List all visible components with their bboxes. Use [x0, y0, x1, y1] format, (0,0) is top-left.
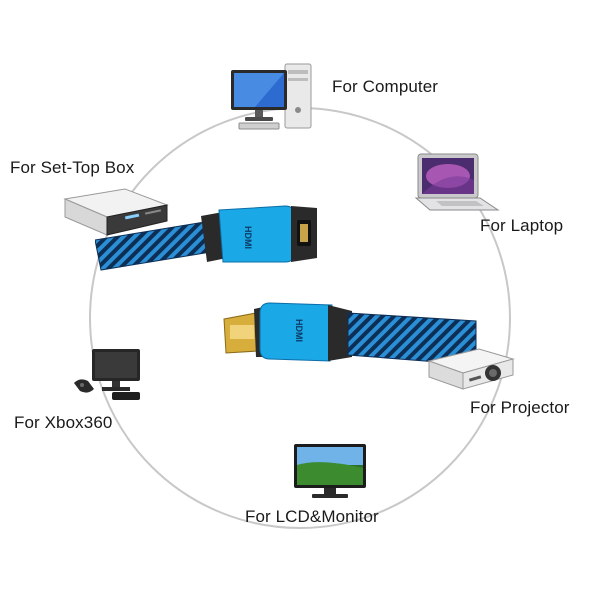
label-computer: For Computer	[332, 77, 439, 96]
lcd-monitor-icon	[294, 444, 366, 498]
desktop-computer-icon	[231, 63, 312, 130]
hdmi-male-connector: HDMI	[223, 302, 477, 366]
label-lcd-monitor: For LCD&Monitor	[245, 507, 379, 526]
male-hdmi-print: HDMI	[294, 319, 304, 342]
laptop-icon	[414, 153, 500, 211]
set-top-box-icon	[63, 188, 169, 236]
hdmi-female-connector: HDMI	[95, 205, 317, 271]
female-hdmi-print: HDMI	[243, 226, 253, 249]
projector-icon	[427, 348, 515, 390]
label-laptop: For Laptop	[480, 216, 564, 235]
label-xbox360: For Xbox360	[14, 413, 113, 432]
label-set-top-box: For Set-Top Box	[10, 158, 135, 177]
label-projector: For Projector	[470, 398, 570, 417]
game-console-icon	[74, 349, 140, 400]
